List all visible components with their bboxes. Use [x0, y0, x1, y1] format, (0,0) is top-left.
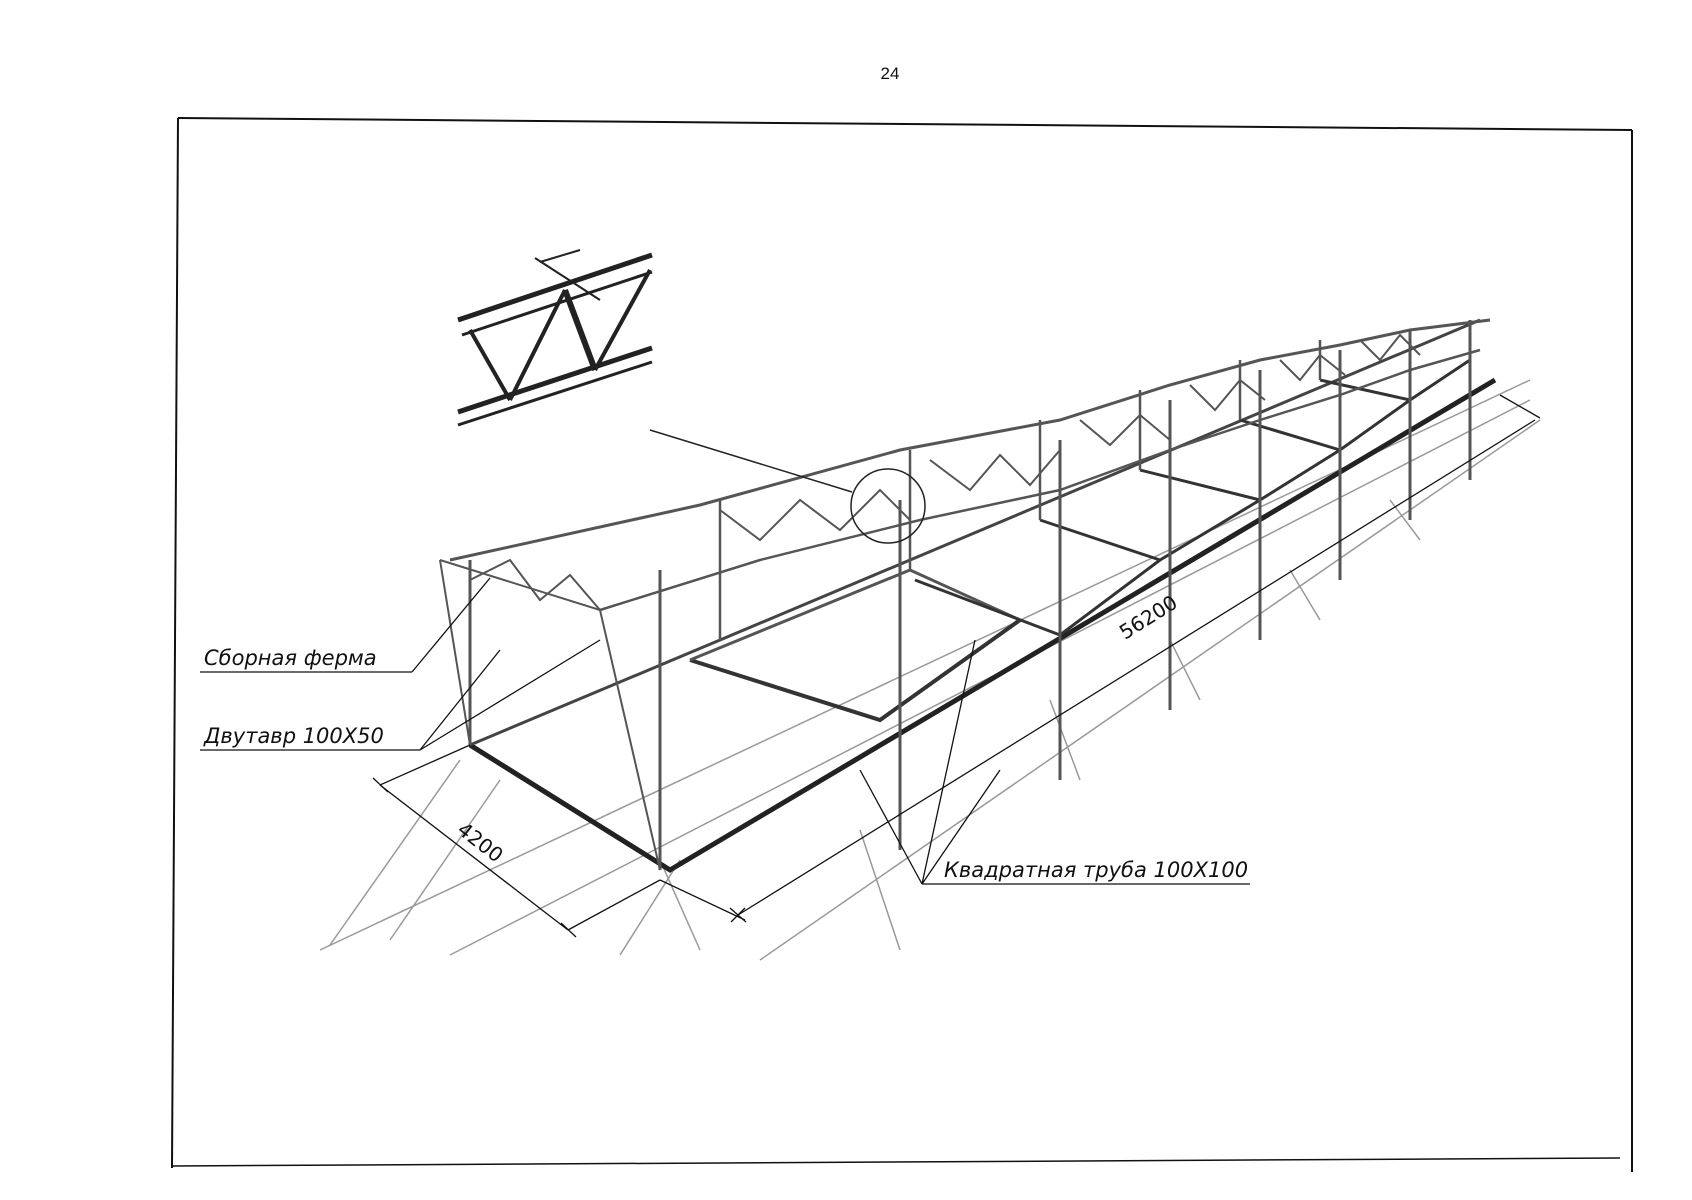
dimension-width: 4200	[453, 817, 508, 867]
label-leaders	[200, 577, 1250, 885]
drawing-frame	[171, 117, 1633, 1172]
detail-callout-marker	[649, 429, 926, 544]
dimension-lines	[372, 394, 1541, 938]
truss-detail-inset	[457, 249, 653, 427]
main-frame-structure	[439, 318, 1497, 873]
label-square-tube: Квадратная труба 100Х100	[944, 858, 1248, 882]
label-ibeam: Двутавр 100Х50	[203, 724, 384, 748]
label-truss: Сборная ферма	[204, 646, 377, 670]
page-number: 24	[880, 64, 900, 83]
